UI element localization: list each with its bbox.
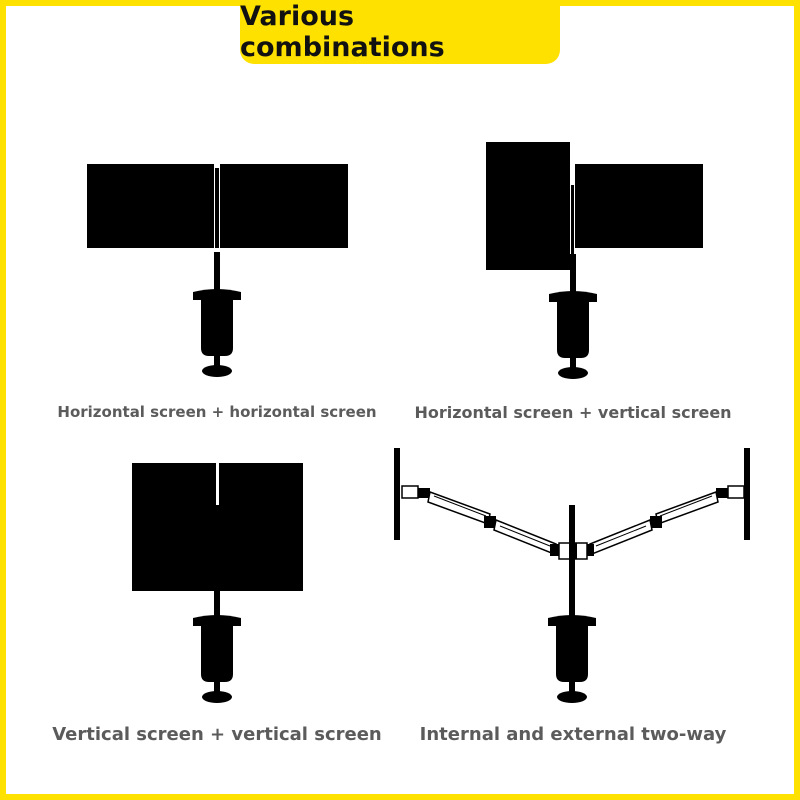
arm-right [584,485,745,556]
monitor-right [220,164,348,248]
monitor-vertical [486,142,570,270]
page-title: Various combinations [240,1,445,63]
combo-two-way-arms [394,448,750,703]
monitor-left [87,164,214,248]
monitor-horizontal [575,164,703,248]
monitor-left [132,463,216,591]
monitor-edge-left [394,448,400,540]
monitor-edge-right [744,448,750,540]
arm-left [401,485,560,556]
clamp-base [193,252,241,377]
clamp-base [193,578,241,703]
caption-horizontal-vertical: Horizontal screen + vertical screen [414,403,732,422]
title-banner: Various combinations [240,0,560,64]
caption-two-way: Internal and external two-way [419,724,727,745]
combo-vertical-vertical [132,463,303,703]
caption-vertical-vertical: Vertical screen + vertical screen [52,724,382,745]
combo-horizontal-horizontal [87,164,348,377]
monitor-right [219,463,303,591]
caption-horizontal-horizontal: Horizontal screen + horizontal screen [57,403,377,421]
clamp-base [549,254,597,379]
combo-horizontal-vertical [486,142,703,379]
clamp-base [548,578,596,703]
